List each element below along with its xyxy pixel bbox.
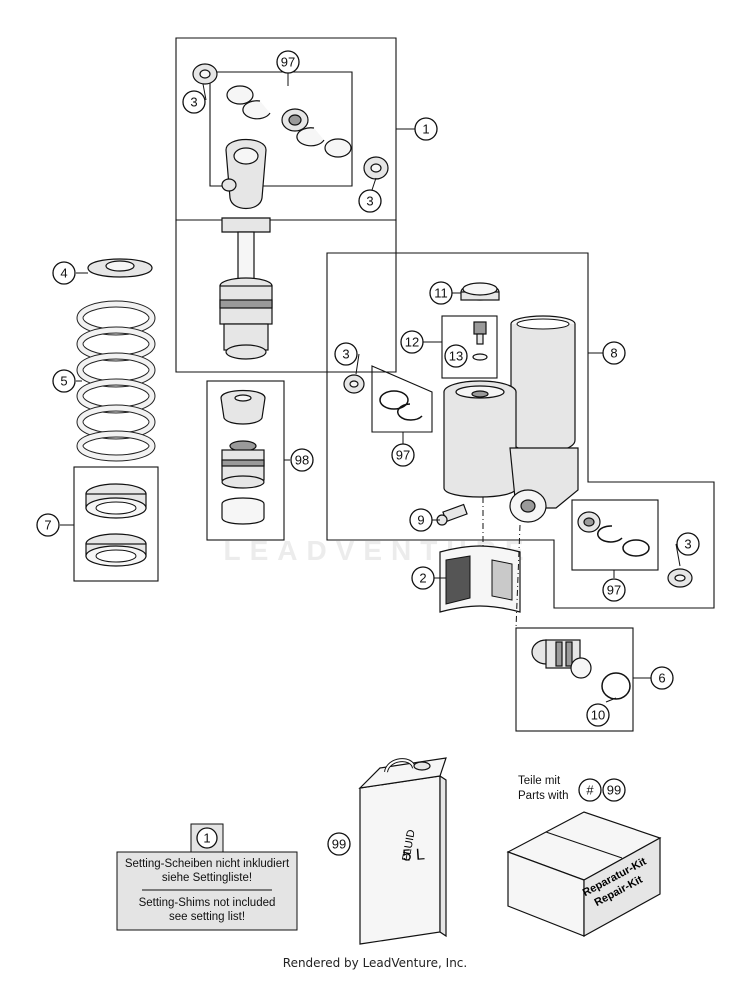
callout-97-left: 97 bbox=[391, 443, 415, 467]
coil-spring bbox=[76, 300, 156, 462]
shock-body bbox=[436, 282, 579, 526]
svg-text:97: 97 bbox=[281, 55, 295, 70]
callout-3-top-left: 3 bbox=[182, 90, 206, 114]
callout-12: 12 bbox=[400, 330, 424, 354]
svg-text:99: 99 bbox=[332, 837, 346, 852]
callout-6: 6 bbox=[650, 666, 674, 690]
svg-text:99: 99 bbox=[607, 783, 621, 798]
callout-4: 4 bbox=[52, 261, 76, 285]
spring-retainer bbox=[87, 258, 153, 278]
callout-97-right: 97 bbox=[602, 578, 626, 602]
seal-kit-97-left-box bbox=[371, 365, 433, 433]
svg-text:3: 3 bbox=[190, 95, 197, 110]
note-callout-1: 1 bbox=[196, 827, 218, 849]
svg-text:3: 3 bbox=[684, 537, 691, 552]
svg-text:97: 97 bbox=[607, 583, 621, 598]
note-line-de-2: siehe Settingliste! bbox=[162, 872, 252, 884]
legend-parts-en: Parts with bbox=[518, 790, 569, 802]
preload-nuts bbox=[85, 483, 147, 567]
svg-text:98: 98 bbox=[295, 453, 309, 468]
group-6-box bbox=[515, 627, 634, 732]
svg-text:97: 97 bbox=[396, 448, 410, 463]
seal-kit-97-right-box bbox=[571, 499, 659, 571]
reservoir-seals-right bbox=[577, 511, 693, 588]
legend-parts-de: Teile mit bbox=[518, 775, 561, 787]
callout-10: 10 bbox=[586, 703, 610, 727]
seal-head-parts bbox=[220, 389, 266, 525]
group-7-box bbox=[73, 466, 159, 582]
callout-3-left: 3 bbox=[334, 342, 358, 366]
compression-adjuster bbox=[531, 639, 631, 700]
svg-text:9: 9 bbox=[417, 513, 424, 528]
legend-hash-symbol: # bbox=[578, 778, 602, 802]
reservoir-seals-left bbox=[343, 374, 423, 421]
svg-text:8: 8 bbox=[610, 346, 617, 361]
group-12-box bbox=[441, 315, 498, 379]
fluid-can-line1: FLUID bbox=[400, 829, 417, 862]
callout-1: 1 bbox=[414, 117, 438, 141]
callout-98: 98 bbox=[290, 448, 314, 472]
fluid-can: FLUID 5 L bbox=[358, 757, 447, 945]
group-8-box bbox=[326, 252, 715, 609]
callout-97-top: 97 bbox=[276, 50, 300, 74]
svg-text:1: 1 bbox=[422, 122, 429, 137]
fluid-can-line2: 5 L bbox=[402, 846, 425, 865]
callout-13: 13 bbox=[444, 344, 468, 368]
callout-9: 9 bbox=[409, 508, 433, 532]
callout-11: 11 bbox=[429, 281, 453, 305]
footer-credit: Rendered by LeadVenture, Inc. bbox=[282, 956, 468, 970]
svg-text:7: 7 bbox=[44, 518, 51, 533]
callout-2: 2 bbox=[411, 566, 435, 590]
callout-8: 8 bbox=[602, 341, 626, 365]
leader-lines bbox=[60, 72, 681, 703]
note-line-en-1: Setting-Shims not included bbox=[139, 897, 276, 909]
group-1-box bbox=[175, 37, 397, 373]
svg-text:1: 1 bbox=[203, 831, 210, 846]
svg-text:13: 13 bbox=[449, 349, 463, 364]
svg-text:4: 4 bbox=[60, 266, 67, 281]
svg-text:6: 6 bbox=[658, 671, 665, 686]
repair-kit-box: Reparatur-Kit Repair-Kit bbox=[506, 811, 662, 938]
note-line-en-2: see setting list! bbox=[169, 911, 245, 923]
piston-rod-assembly bbox=[192, 63, 389, 360]
decal-label bbox=[439, 545, 521, 613]
legend-ref-99: 99 bbox=[602, 778, 626, 802]
callout-7: 7 bbox=[36, 513, 60, 537]
note-line-de-1: Setting-Scheiben nicht inkludiert bbox=[125, 858, 290, 870]
svg-text:3: 3 bbox=[366, 194, 373, 209]
setting-shims-note bbox=[116, 823, 298, 931]
callout-3-right: 3 bbox=[676, 532, 700, 556]
callout-3-top-right: 3 bbox=[358, 189, 382, 213]
svg-text:#: # bbox=[586, 783, 594, 798]
svg-text:3: 3 bbox=[342, 347, 349, 362]
callout-5: 5 bbox=[52, 369, 76, 393]
svg-text:12: 12 bbox=[405, 335, 419, 350]
svg-text:11: 11 bbox=[434, 286, 448, 301]
svg-text:10: 10 bbox=[591, 708, 605, 723]
callout-99-can: 99 bbox=[327, 832, 351, 856]
svg-text:2: 2 bbox=[419, 571, 426, 586]
seal-kit-97-top-box bbox=[209, 71, 353, 187]
svg-text:5: 5 bbox=[60, 374, 67, 389]
